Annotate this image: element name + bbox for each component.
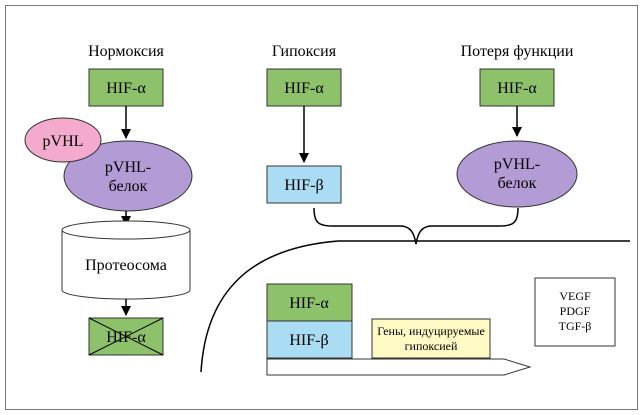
genes-label-line1: Гены, индуцируемые — [377, 324, 485, 338]
normoxia-hif-alpha-box: HIF-α — [88, 68, 164, 107]
normoxia-pvhl-ellipse: pVHL — [24, 117, 102, 163]
curly-brace — [313, 207, 519, 245]
genes-label-line2: гипоксией — [405, 339, 458, 353]
nucleus-hif-beta-label: HIF-β — [289, 332, 328, 349]
normoxia-pvhl-protein-line1: pVHL- — [105, 159, 151, 176]
hypoxia-title: Гипоксия — [272, 43, 337, 60]
nucleus-hif-alpha-label: HIF-α — [289, 295, 329, 312]
growth-factors-box: VEGF PDGF TGF-β — [534, 277, 616, 347]
lof-pvhl-protein-line2: белок — [498, 175, 537, 192]
factor-tgf-beta: TGF-β — [559, 319, 592, 333]
nucleus-membrane — [200, 240, 630, 373]
loss-of-function-title: Потеря функции — [461, 43, 574, 60]
proteasome-cylinder: Протеосома — [61, 220, 191, 300]
nucleus-hif-beta-box: HIF-β — [266, 320, 353, 359]
nucleus-hif-alpha-box: HIF-α — [266, 283, 353, 322]
hypoxia-hif-beta-label: HIF-β — [284, 177, 323, 194]
lof-pvhl-protein-line1: pVHL- — [494, 156, 540, 173]
degraded-hif-alpha-box: HIF-α — [88, 317, 164, 356]
lof-pvhl-protein-ellipse: pVHL- белок — [456, 140, 578, 208]
factor-vegf: VEGF — [559, 289, 591, 303]
normoxia-title: Нормоксия — [88, 43, 164, 60]
normoxia-pvhl-protein-ellipse: pVHL- белок — [63, 140, 193, 212]
normoxia-pvhl-label: pVHL — [43, 133, 84, 150]
normoxia-pvhl-protein-line2: белок — [109, 178, 148, 195]
lof-hif-alpha-box: HIF-α — [479, 68, 555, 107]
hypoxia-hif-beta-box: HIF-β — [266, 165, 342, 204]
lof-hif-alpha-label: HIF-α — [497, 80, 537, 97]
proteasome-label: Протеосома — [85, 257, 167, 274]
hypoxia-induced-genes-box: Гены, индуцируемые гипоксией — [371, 318, 491, 359]
factor-pdgf: PDGF — [560, 304, 591, 318]
hypoxia-hif-alpha-label: HIF-α — [284, 80, 324, 97]
degraded-cross-line-2 — [88, 317, 164, 356]
dna-strand-arrow — [266, 358, 532, 376]
hypoxia-hif-alpha-box: HIF-α — [266, 68, 342, 107]
normoxia-hif-alpha-label: HIF-α — [106, 80, 146, 97]
